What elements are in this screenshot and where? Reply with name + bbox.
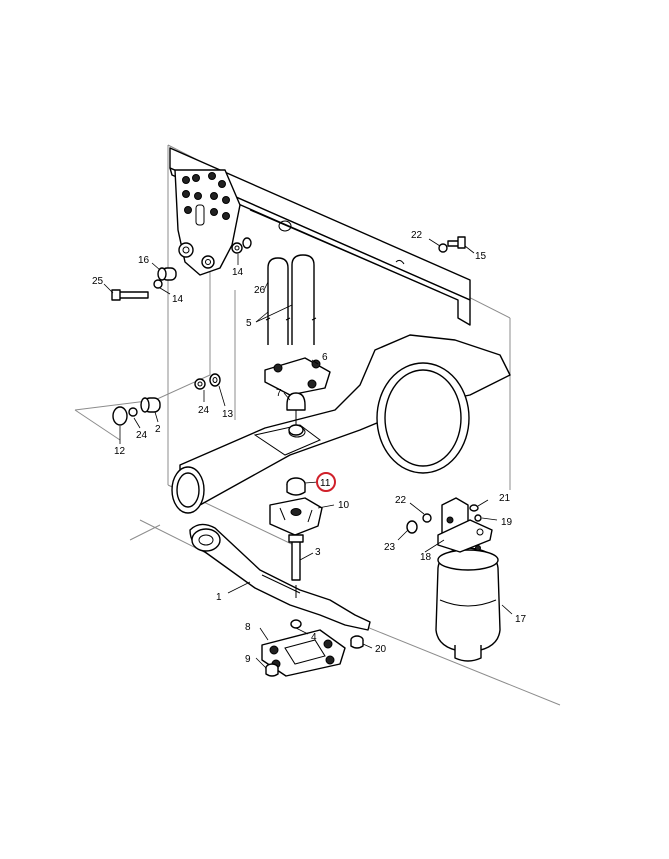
callout-8: 8 bbox=[245, 622, 251, 633]
axle-housing bbox=[171, 334, 511, 514]
callout-14-lower: 14 bbox=[172, 294, 184, 305]
callout-labels: 22 15 14 16 25 14 26 5 6 7 24 13 12 24 2… bbox=[92, 230, 527, 665]
callout-12: 12 bbox=[114, 446, 126, 457]
callout-14-upper: 14 bbox=[232, 267, 244, 278]
nut-20 bbox=[350, 635, 364, 649]
spring-seat-assembly bbox=[269, 477, 323, 536]
bump-stop bbox=[286, 392, 306, 436]
callout-5: 5 bbox=[246, 318, 252, 329]
clamp-plate bbox=[264, 357, 331, 396]
callout-16: 16 bbox=[138, 255, 150, 266]
air-spring-bracket bbox=[437, 497, 493, 553]
callout-4: 4 bbox=[311, 632, 317, 643]
callout-20: 20 bbox=[375, 644, 387, 655]
callout-10: 10 bbox=[338, 500, 350, 511]
callout-3: 3 bbox=[315, 547, 321, 558]
callout-11-highlight-ring bbox=[316, 472, 336, 492]
callout-13: 13 bbox=[222, 409, 234, 420]
callout-6: 6 bbox=[322, 352, 328, 363]
callout-22-lower: 22 bbox=[395, 495, 407, 506]
callout-21: 21 bbox=[499, 493, 511, 504]
fasteners bbox=[111, 236, 482, 534]
trailing-arm bbox=[189, 523, 371, 631]
center-bolt bbox=[288, 534, 304, 581]
air-spring-bellows bbox=[435, 545, 501, 662]
callout-19: 19 bbox=[501, 517, 513, 528]
u-bolt bbox=[265, 254, 317, 345]
front-spring-hanger-bracket bbox=[174, 169, 241, 276]
callout-7: 7 bbox=[276, 388, 282, 399]
callout-17: 17 bbox=[515, 614, 527, 625]
leader-lines bbox=[103, 238, 513, 669]
callout-9: 9 bbox=[245, 654, 251, 665]
callout-24-left: 24 bbox=[136, 430, 148, 441]
callout-1: 1 bbox=[216, 592, 222, 603]
callout-2: 2 bbox=[155, 424, 161, 435]
callout-22-upper: 22 bbox=[411, 230, 423, 241]
callout-24-middle: 24 bbox=[198, 405, 210, 416]
callout-23: 23 bbox=[384, 542, 396, 553]
callout-18: 18 bbox=[420, 552, 432, 563]
lower-spring-plate bbox=[261, 619, 346, 677]
callout-26: 26 bbox=[254, 285, 266, 296]
callout-25: 25 bbox=[92, 276, 104, 287]
callout-11: 11 bbox=[320, 478, 331, 489]
callout-15: 15 bbox=[475, 251, 487, 262]
